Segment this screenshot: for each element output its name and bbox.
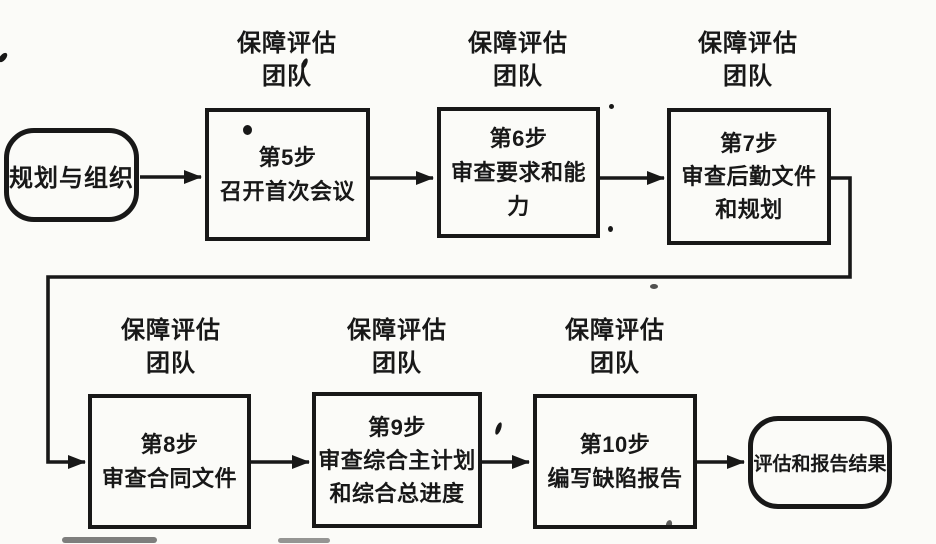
team-label-line: 团队 [590, 350, 640, 377]
noise-speck [278, 538, 330, 543]
noise-speck [609, 104, 614, 109]
node-step10: 第10步 编写缺陷报告 [533, 394, 697, 529]
team-label-line: 保障评估 [565, 317, 665, 344]
step-title-line: 审查合同文件 [101, 465, 237, 491]
team-label-line: 保障评估 [237, 30, 337, 57]
team-label-step9: 保障评估 团队 [312, 314, 482, 380]
step-title-line: 和规划 [715, 197, 783, 222]
noise-speck [608, 226, 613, 232]
step-title-line: 和综合总进度 [329, 480, 465, 506]
node-end-label: 评估和报告结果 [753, 454, 887, 475]
step-title-line: 编写缺陷报告 [547, 465, 683, 491]
team-label-line: 团队 [493, 63, 543, 90]
team-label-line: 保障评估 [121, 317, 221, 344]
node-step8: 第8步 审查合同文件 [88, 394, 251, 529]
step-title-line: 审查后勤文件 [681, 164, 817, 189]
team-label-line: 保障评估 [698, 30, 798, 57]
node-start-label: 规划与组织 [9, 164, 134, 192]
node-start: 规划与组织 [4, 128, 139, 222]
step-number-line: 第5步 [258, 144, 317, 170]
team-label-step10: 保障评估 团队 [530, 314, 700, 380]
team-label-line: 保障评估 [468, 30, 568, 57]
step-number-line: 第6步 [489, 125, 548, 151]
node-end: 评估和报告结果 [748, 416, 892, 509]
step-title-line: 审查综合主计划 [318, 447, 476, 473]
step-number-line: 第8步 [140, 431, 199, 457]
step-number-line: 第10步 [579, 431, 651, 457]
node-step9: 第9步 审查综合主计划 和综合总进度 [312, 392, 482, 528]
team-label-step7: 保障评估 团队 [663, 27, 833, 93]
team-label-line: 保障评估 [347, 317, 447, 344]
node-step5: 第5步 召开首次会议 [205, 108, 370, 241]
noise-speck [62, 537, 157, 543]
loop-connector-step7-to-step8 [46, 176, 852, 469]
noise-speck [650, 284, 658, 289]
team-label-step5: 保障评估 团队 [202, 27, 372, 93]
team-label-line: 团队 [723, 63, 773, 90]
noise-speck [243, 125, 252, 135]
step-number-line: 第7步 [720, 131, 778, 156]
step-title-line: 审查要求和能力 [450, 159, 586, 219]
team-label-line: 团队 [372, 350, 422, 377]
step-title-line: 召开首次会议 [219, 178, 355, 204]
team-label-step6: 保障评估 团队 [433, 27, 603, 93]
team-label-line: 团队 [146, 350, 196, 377]
node-step6: 第6步 审查要求和能力 [437, 107, 600, 238]
team-label-step8: 保障评估 团队 [86, 314, 256, 380]
team-label-line: 团队 [262, 63, 312, 90]
step-number-line: 第9步 [368, 414, 426, 440]
node-step7: 第7步 审查后勤文件 和规划 [667, 108, 831, 245]
